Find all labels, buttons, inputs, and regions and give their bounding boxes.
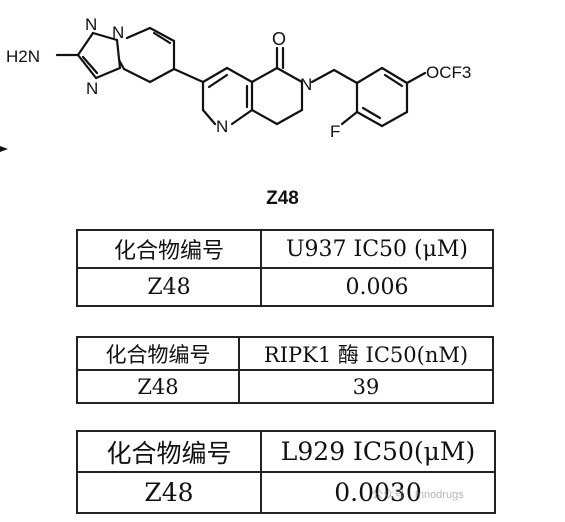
- table-row: Z48 0.0030: [76, 471, 496, 514]
- table-row: Z48 39: [76, 369, 494, 404]
- header-assay: RIPK1 酶 IC50(nM): [238, 336, 494, 371]
- cell-value: 39: [238, 369, 494, 404]
- cell-value: 0.006: [260, 267, 494, 307]
- cell-value: 0.0030: [260, 471, 496, 514]
- watermark: 公众号 · Innodrugs: [372, 489, 464, 501]
- l929-table: 化合物编号 L929 IC50(μM) Z48 0.0030: [76, 430, 496, 514]
- cell-compound: Z48: [76, 267, 262, 307]
- carbonyl-o: O: [272, 29, 286, 49]
- amine-label: H2N: [6, 47, 40, 66]
- cell-compound: Z48: [76, 471, 262, 514]
- arrow-fragment-icon: [0, 146, 8, 152]
- header-assay: U937 IC50 (μM): [260, 229, 494, 269]
- header-compound-id: 化合物编号: [76, 430, 262, 473]
- header-assay: L929 IC50(μM): [260, 430, 496, 473]
- pyridine-n: N: [216, 117, 228, 136]
- ocf3-label: OCF3: [426, 63, 471, 82]
- table-header-row: 化合物编号 U937 IC50 (μM): [76, 229, 494, 269]
- table-header-row: 化合物编号 RIPK1 酶 IC50(nM): [76, 336, 494, 371]
- header-compound-id: 化合物编号: [76, 336, 240, 371]
- compound-label: Z48: [266, 188, 299, 209]
- table-header-row: 化合物编号 L929 IC50(μM): [76, 430, 496, 473]
- u937-table: 化合物编号 U937 IC50 (μM) Z48 0.006: [76, 229, 494, 307]
- ripk1-table: 化合物编号 RIPK1 酶 IC50(nM) Z48 39: [76, 336, 494, 404]
- table-row: Z48 0.006: [76, 267, 494, 307]
- cell-compound: Z48: [76, 369, 240, 404]
- header-compound-id: 化合物编号: [76, 229, 262, 269]
- lactam-n: N: [300, 75, 312, 94]
- triazole-n2: N: [112, 23, 124, 42]
- fluorine-label: F: [330, 122, 340, 141]
- triazole-n1: N: [85, 15, 97, 34]
- triazole-n3: N: [86, 79, 98, 98]
- chemical-structure: H2N N N N N N O F OCF3: [6, 15, 471, 141]
